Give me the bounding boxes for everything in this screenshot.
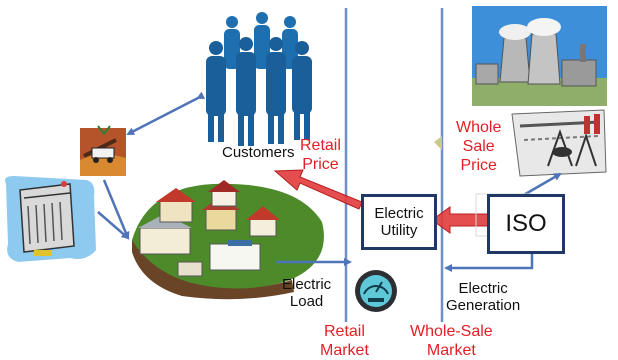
arrow-customers-wind xyxy=(126,91,206,136)
retail-price-line-2: Price xyxy=(302,156,339,173)
whole-sale-price-line-1: Whole xyxy=(456,119,502,136)
electric-load-line-1: Electric xyxy=(282,276,332,293)
wholesale-market-line-2: Market xyxy=(426,342,476,359)
wind-car-icon xyxy=(80,125,126,176)
iso-label: ISO xyxy=(505,210,547,237)
business-people-icon xyxy=(206,12,312,146)
arrow-utility-to-customers xyxy=(273,169,363,210)
ornament-leaf xyxy=(434,136,442,150)
retail-market-label: Retail Market xyxy=(320,322,369,360)
whole-sale-price-line-2: Sale xyxy=(462,138,495,155)
retail-price-line-1: Retail xyxy=(300,137,341,154)
electric-utility-box: Electric Utility xyxy=(361,194,437,250)
arrow-iso-to-utility xyxy=(431,206,491,234)
price-arrows xyxy=(273,169,491,234)
dishwasher-icon xyxy=(5,176,96,262)
retail-market-line-2: Market xyxy=(320,342,369,359)
whole-sale-price-line-3: Price xyxy=(460,157,497,174)
wholesale-market-label: Whole-Sale Market xyxy=(410,322,493,360)
electric-meter-icon xyxy=(355,270,397,312)
customers-label: Customers xyxy=(222,144,295,161)
transmission-towers-icon xyxy=(511,109,607,177)
electric-utility-line-1: Electric xyxy=(374,205,424,222)
wholesale-market-line-1: Whole-Sale xyxy=(410,323,493,340)
electric-generation-line-1: Electric xyxy=(458,280,508,297)
retail-price-label: Retail Price xyxy=(300,136,341,174)
flow-arrows xyxy=(97,91,562,272)
iso-box: ISO xyxy=(487,194,565,254)
neighborhood-houses-icon xyxy=(132,180,324,300)
electric-utility-line-2: Utility xyxy=(380,222,418,239)
power-plant-icon xyxy=(472,6,607,106)
retail-market-line-1: Retail xyxy=(324,323,365,340)
whole-sale-price-label: Whole Sale Price xyxy=(456,118,501,175)
arrow-dishwasher-houses xyxy=(97,211,130,240)
electric-generation-label: Electric Generation xyxy=(446,280,520,314)
electric-generation-line-2: Generation xyxy=(446,297,521,314)
electric-load-line-2: Load xyxy=(289,293,324,310)
arrow-wind-houses xyxy=(102,179,130,240)
electric-load-label: Electric Load xyxy=(282,276,331,310)
arrow-iso-towers xyxy=(521,172,562,198)
